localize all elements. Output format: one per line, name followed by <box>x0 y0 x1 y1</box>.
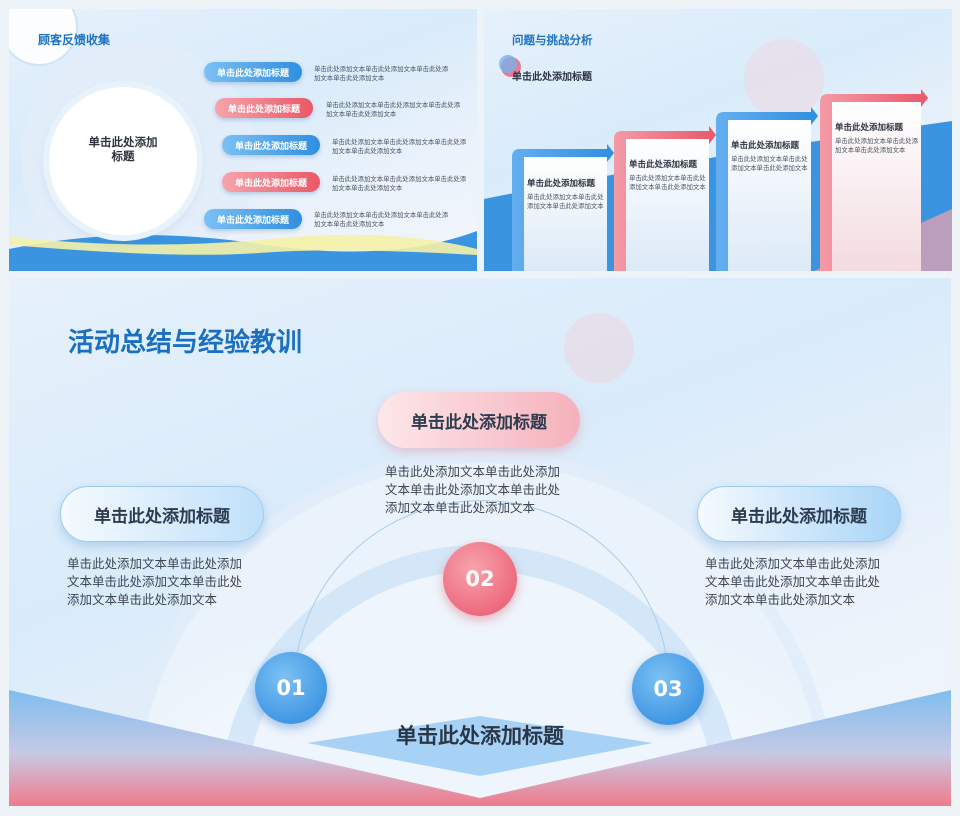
step-card-1[interactable]: 单击此处添加标题 单击此处添加文本单击此处添加文本单击此处添加文本 <box>524 157 607 271</box>
center-circle <box>49 87 197 235</box>
step-card-text: 单击此处添加文本单击此处添加文本单击此处添加文本 <box>731 155 808 172</box>
step-card-3[interactable]: 单击此处添加标题 单击此处添加文本单击此处添加文本单击此处添加文本 <box>728 120 811 271</box>
step-number-01[interactable]: 01 <box>255 652 327 724</box>
center-circle-title[interactable]: 单击此处添加 标题 <box>88 135 158 163</box>
step-card-title: 单击此处添加标题 <box>835 123 904 133</box>
feedback-pill-2[interactable]: 单击此处添加标题 <box>215 98 313 118</box>
left-heading-pill[interactable]: 单击此处添加标题 <box>60 486 264 542</box>
step-number-03[interactable]: 03 <box>632 653 704 725</box>
feedback-text-1[interactable]: 单击此处添加文本单击此处添加文本单击此处添加文本单击此处添加文本 <box>314 65 449 82</box>
slide-problem-analysis[interactable]: 问题与挑战分析 单击此处添加标题 单击此处添加标题 单击此处添加文本单击此处添加… <box>484 9 952 271</box>
slide-title: 活动总结与经验教训 <box>68 328 303 358</box>
slide-title: 问题与挑战分析 <box>512 33 593 47</box>
slide-customer-feedback[interactable]: 顾客反馈收集 单击此处添加 标题 单击此处添加标题 单击此处添加文本单击此处添加… <box>9 9 477 271</box>
slide-title: 顾客反馈收集 <box>38 33 111 47</box>
feedback-text-3[interactable]: 单击此处添加文本单击此处添加文本单击此处添加文本单击此处添加文本 <box>332 138 467 155</box>
step-card-text: 单击此处添加文本单击此处添加文本单击此处添加文本 <box>527 193 604 210</box>
slide-summary-lessons[interactable]: 活动总结与经验教训 单击此处添加标题 单击此处添加文本单击此处添加文本单击此处添… <box>9 278 951 806</box>
feedback-pill-1[interactable]: 单击此处添加标题 <box>204 62 302 82</box>
step-card-4[interactable]: 单击此处添加标题 单击此处添加文本单击此处添加文本单击此处添加文本 <box>832 102 921 271</box>
slide3-background-art <box>9 313 951 806</box>
step-card-title: 单击此处添加标题 <box>731 141 800 151</box>
step-card-2[interactable]: 单击此处添加标题 单击此处添加文本单击此处添加文本单击此处添加文本 <box>626 139 709 271</box>
step-card-title: 单击此处添加标题 <box>527 179 596 189</box>
step-number-02[interactable]: 02 <box>443 542 517 616</box>
feedback-text-2[interactable]: 单击此处添加文本单击此处添加文本单击此处添加文本单击此处添加文本 <box>326 101 461 118</box>
center-heading-pill[interactable]: 单击此处添加标题 <box>378 392 580 448</box>
right-text[interactable]: 单击此处添加文本单击此处添加文本单击此处添加文本单击此处添加文本单击此处添加文本 <box>705 556 881 607</box>
feedback-pill-3[interactable]: 单击此处添加标题 <box>222 135 320 155</box>
bottom-title[interactable]: 单击此处添加标题 <box>396 724 564 748</box>
feedback-text-4[interactable]: 单击此处添加文本单击此处添加文本单击此处添加文本单击此处添加文本 <box>332 175 467 192</box>
step-card-text: 单击此处添加文本单击此处添加文本单击此处添加文本 <box>629 174 706 191</box>
slide-subtitle[interactable]: 单击此处添加标题 <box>512 72 592 83</box>
step-card-text: 单击此处添加文本单击此处添加文本单击此处添加文本 <box>835 137 919 154</box>
step-arrows <box>512 89 928 271</box>
feedback-text-5[interactable]: 单击此处添加文本单击此处添加文本单击此处添加文本单击此处添加文本 <box>314 211 449 228</box>
right-heading-pill[interactable]: 单击此处添加标题 <box>697 486 901 542</box>
feedback-pill-5[interactable]: 单击此处添加标题 <box>204 209 302 229</box>
left-text[interactable]: 单击此处添加文本单击此处添加文本单击此处添加文本单击此处添加文本单击此处添加文本 <box>67 556 243 607</box>
center-text[interactable]: 单击此处添加文本单击此处添加文本单击此处添加文本单击此处添加文本单击此处添加文本 <box>385 464 561 515</box>
feedback-pill-4[interactable]: 单击此处添加标题 <box>222 172 320 192</box>
step-card-title: 单击此处添加标题 <box>629 160 698 170</box>
